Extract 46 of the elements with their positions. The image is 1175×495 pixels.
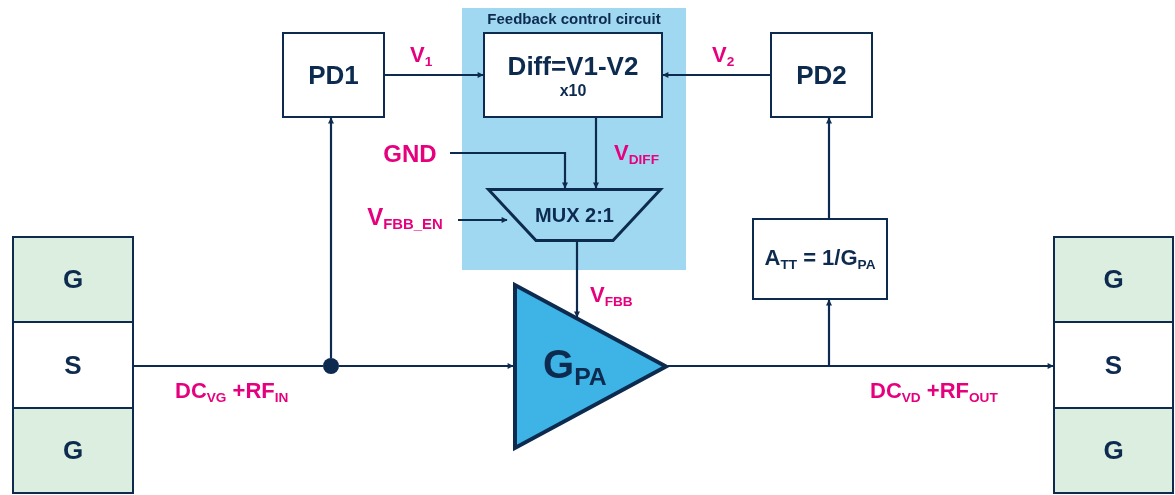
pad-label: S (64, 349, 82, 381)
connector-arrow (328, 117, 334, 358)
gain-note: x10 (559, 81, 587, 100)
junction-dot (323, 358, 339, 374)
signal-name: GND (383, 140, 437, 168)
block-box (483, 32, 663, 118)
ground-pad (12, 407, 134, 494)
signal-pad (12, 321, 134, 409)
block-label: A$_{TT}$ = 1/G$_{PA}$ (764, 245, 876, 273)
edge-label: V$_{DIFF}$ (614, 140, 659, 168)
connector-arrow (458, 217, 508, 223)
connector-arrow (339, 363, 514, 369)
pad-label: S (1104, 349, 1123, 381)
signal-pad (1053, 321, 1174, 409)
ground-pad (1053, 236, 1174, 323)
edge-label: V$_{2}$ (712, 42, 735, 70)
block-label: MUX 2:1 (535, 203, 614, 227)
connector-arrow (385, 72, 484, 78)
connector-arrow (574, 242, 580, 318)
edge-label: DC$_{VG}$ +RF$_{IN}$ (175, 378, 289, 406)
pad-label: G (62, 264, 84, 295)
amplifier-label: G$_{PA}$ (543, 341, 607, 392)
circuit-panel (462, 8, 686, 270)
signal-name: V$_{FBB_EN}$ (367, 203, 443, 233)
block-box (770, 32, 873, 118)
block-label: PD1 (308, 59, 359, 91)
block-label: PD2 (796, 59, 847, 91)
connector-arrow (662, 72, 770, 78)
connector-arrow (826, 117, 832, 218)
connector-arrow (450, 151, 568, 189)
block-box (752, 218, 888, 300)
connector-arrow (668, 299, 832, 368)
edge-label: V$_{FBB}$ (590, 282, 633, 310)
block-label: Diff=V1-V2 (507, 50, 639, 82)
edge-label: V$_{1}$ (410, 42, 433, 70)
panel-title: Feedback control circuit (487, 10, 661, 27)
edge-label: DC$_{VD}$ +RF$_{OUT}$ (870, 378, 998, 406)
ground-pad (1053, 407, 1174, 494)
block-box (282, 32, 385, 118)
ground-pad (12, 236, 134, 323)
connector-arrow (593, 118, 599, 189)
amplifier-triangle (513, 283, 668, 450)
pad-label: G (1103, 264, 1124, 295)
pad-label: G (62, 435, 84, 466)
multiplexer-trapezoid (487, 188, 662, 242)
pad-label: G (1103, 435, 1124, 466)
